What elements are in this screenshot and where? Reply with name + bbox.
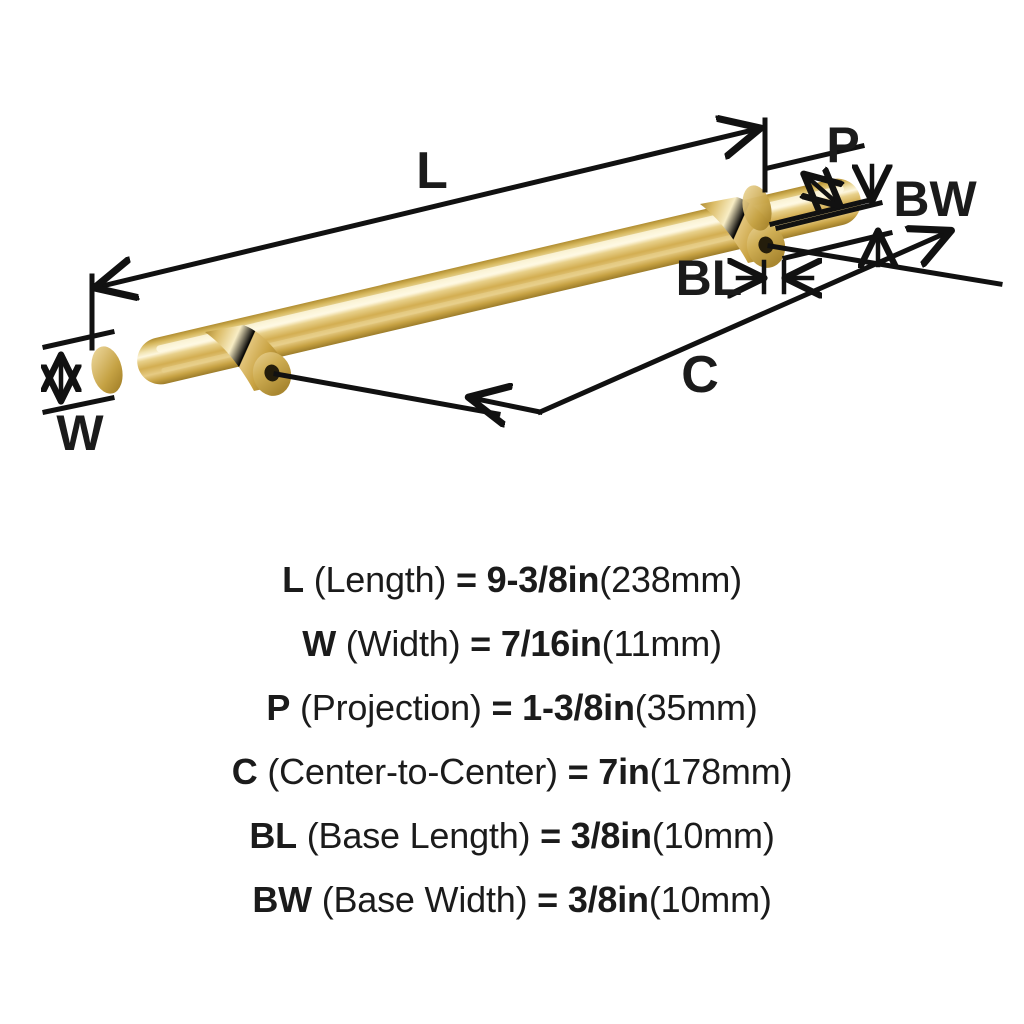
spec-metric: (238mm) (599, 559, 742, 600)
spec-metric: (178mm) (649, 751, 793, 792)
label-base-length: BL (676, 250, 743, 306)
spec-symbol: P (266, 687, 291, 728)
spec-row-width: W (Width) = 7/16in(11mm) (0, 612, 1024, 676)
width-bottom-extension (42, 395, 115, 415)
spec-symbol: L (282, 559, 304, 600)
dimension-base-length (738, 262, 812, 292)
spec-equals: = (567, 751, 599, 792)
projection-dimension-line (806, 176, 838, 204)
spec-row-base-length: BL (Base Length) = 3/8in(10mm) (0, 804, 1024, 868)
label-center-to-center: C (681, 346, 719, 404)
spec-value: 3/8in (567, 879, 649, 920)
spec-metric: (35mm) (634, 687, 758, 728)
ctc-arrow-left (472, 398, 543, 412)
spec-name: (Center-to-Center) (257, 751, 568, 792)
spec-row-center-to-center: C (Center-to-Center) = 7in(178mm) (0, 740, 1024, 804)
spec-equals: = (470, 623, 501, 664)
length-dimension-line (98, 129, 757, 287)
label-width: W (56, 405, 104, 461)
spec-metric: (11mm) (601, 623, 722, 664)
left-screw-hole-icon (264, 364, 280, 382)
spec-name: (Base Width) (311, 879, 538, 920)
label-base-width: BW (893, 171, 977, 227)
spec-value: 3/8in (570, 815, 652, 856)
base-width-top-leader (774, 199, 884, 232)
brass-bar-icon (91, 178, 861, 396)
spec-value: 7in (598, 751, 650, 792)
spec-symbol: W (302, 623, 336, 664)
spec-row-length: L (Length) = 9-3/8in(238mm) (0, 548, 1024, 612)
spec-equals: = (491, 687, 523, 728)
spec-value: 9-3/8in (486, 559, 600, 600)
spec-name: (Width) (335, 623, 471, 664)
dimension-center-to-center (273, 232, 1003, 417)
base-width-bottom-leader (781, 229, 894, 262)
spec-metric: (10mm) (648, 879, 772, 920)
projection-top-leader (764, 142, 866, 172)
spec-name: (Length) (303, 559, 456, 600)
spec-equals: = (540, 815, 571, 856)
spec-symbol: BL (249, 815, 297, 856)
ctc-left-leader (273, 371, 501, 417)
spec-symbol: BW (252, 879, 312, 920)
spec-value: 7/16in (500, 623, 602, 664)
bar-left-endcap (91, 346, 123, 394)
spec-row-base-width: BW (Base Width) = 3/8in(10mm) (0, 868, 1024, 932)
product-diagram: L W P (0, 0, 1003, 461)
specification-list: L (Length) = 9-3/8in(238mm) W (Width) = … (0, 548, 1024, 932)
spec-name: (Base Length) (296, 815, 541, 856)
label-length: L (416, 142, 448, 200)
diagram-canvas: L W P (0, 0, 1003, 461)
dimension-width (42, 329, 115, 415)
spec-equals: = (455, 559, 487, 600)
spec-name: (Projection) (290, 687, 492, 728)
spec-symbol: C (231, 751, 258, 792)
spec-row-projection: P (Projection) = 1-3/8in(35mm) (0, 676, 1024, 740)
spec-value: 1-3/8in (522, 687, 635, 728)
ctc-right-leader (767, 243, 1003, 287)
left-mounting-post-icon (205, 325, 292, 396)
label-projection: P (826, 117, 859, 173)
spec-equals: = (537, 879, 568, 920)
ctc-arrow-right (536, 232, 948, 416)
spec-metric: (10mm) (651, 815, 775, 856)
width-top-extension (42, 329, 115, 350)
